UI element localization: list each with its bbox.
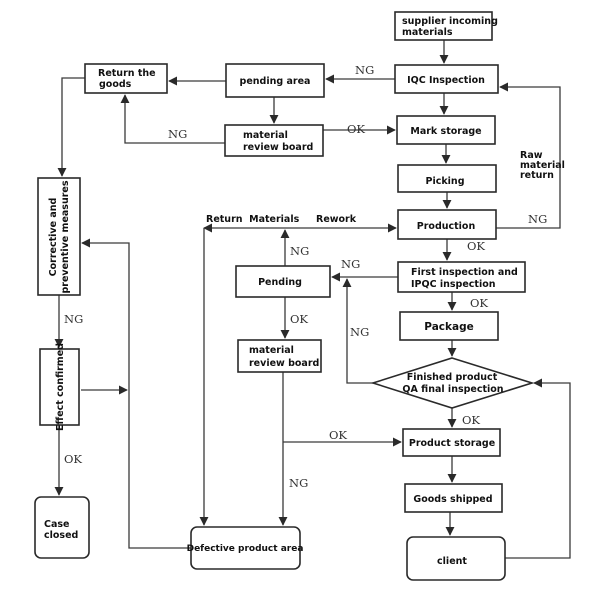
node-supplier: supplier incoming materials — [394, 11, 498, 41]
label-effect-ok: OK — [64, 452, 82, 466]
node-product-storage: Product storage — [402, 428, 501, 457]
label-qa-ng: NG — [350, 325, 369, 339]
node-client-label: client — [437, 556, 467, 567]
node-supplier-line1: supplier incoming — [402, 16, 498, 27]
node-goods-shipped: Goods shipped — [404, 483, 503, 513]
label-production-ng: NG — [528, 212, 547, 226]
label-mrb-mid-ng: NG — [289, 476, 308, 490]
node-client: client — [406, 536, 506, 581]
label-iqc-ng: NG — [355, 63, 374, 77]
node-return-goods: Return the goods — [84, 63, 168, 94]
node-defective-product-area: Defective product area — [187, 526, 304, 570]
node-mrb-mid-line1: material — [249, 345, 294, 356]
node-pending-area: pending area — [225, 63, 325, 98]
node-first-inspection-line2: IPQC inspection — [411, 279, 496, 290]
node-qa-final-inspection: Finished product QA final inspection — [370, 357, 535, 409]
node-qa-line2: QA final inspection — [402, 384, 503, 395]
node-production-label: Production — [417, 221, 476, 232]
node-package-label: Package — [424, 321, 473, 333]
node-iqc-inspection: IQC Inspection — [394, 64, 499, 94]
label-pending-ok: OK — [290, 312, 308, 326]
label-mrb-top-ng: NG — [168, 127, 187, 141]
node-iqc-label: IQC Inspection — [407, 75, 485, 86]
node-return-goods-line2: goods — [99, 79, 132, 90]
node-first-inspection-line1: First inspection and — [411, 267, 518, 278]
label-raw-line3: return — [520, 170, 554, 181]
label-production-ok: OK — [467, 239, 485, 253]
node-product-storage-label: Product storage — [409, 438, 495, 449]
node-mark-storage: Mark storage — [396, 115, 496, 145]
node-picking: Picking — [397, 164, 497, 193]
node-mrb-mid: material review board — [237, 339, 322, 373]
label-corrective-ng: NG — [64, 312, 83, 326]
label-raw-line1: Raw — [520, 150, 543, 161]
label-raw-line2: material — [520, 160, 565, 171]
node-production: Production — [397, 209, 497, 240]
node-qa-line1: Finished product — [407, 372, 498, 383]
node-first-inspection: First inspection and IPQC inspection — [397, 261, 526, 293]
arrow-qa-to-pending — [342, 278, 373, 384]
node-package: Package — [399, 311, 499, 341]
label-qa-ok: OK — [462, 413, 480, 427]
label-first-insp-ng: NG — [341, 257, 360, 271]
node-mark-storage-label: Mark storage — [410, 126, 481, 137]
node-case-closed-line1: Case — [44, 519, 69, 530]
edge-labels: NG NG OK Raw material return NG OK Retur… — [64, 63, 565, 490]
node-mrb-top-line1: material — [243, 130, 288, 141]
node-return-goods-line1: Return the — [98, 68, 156, 79]
label-mrb-top-ok: OK — [347, 122, 365, 136]
label-rework: Rework — [316, 214, 357, 225]
node-mrb-top-line2: review board — [243, 142, 313, 153]
node-pending: Pending — [235, 265, 331, 298]
node-supplier-line2: materials — [402, 27, 453, 38]
arrow-client-to-qa — [505, 378, 571, 559]
node-case-closed-line2: closed — [44, 530, 78, 541]
label-return-materials: Return Materials — [206, 214, 300, 225]
node-mrb-mid-line2: review board — [249, 358, 319, 369]
label-pending-ng: NG — [290, 244, 309, 258]
arrow-production-raw-material-return — [496, 82, 561, 229]
node-corrective-measures: Corrective and preventive measures — [37, 177, 81, 296]
node-pending-area-label: pending area — [240, 76, 311, 87]
node-goods-shipped-label: Goods shipped — [413, 494, 492, 505]
node-picking-label: Picking — [426, 176, 465, 187]
node-corrective-line2: preventive measures — [60, 180, 71, 293]
node-corrective-line1: Corrective and — [48, 198, 59, 277]
node-case-closed: Case closed — [34, 496, 90, 559]
arrow-defective-to-corrective — [81, 238, 191, 549]
node-effect-label: Effect confirmed — [55, 343, 66, 431]
node-mrb-top: material review board — [224, 124, 324, 157]
arrow-mrb-to-return-goods — [120, 94, 225, 144]
node-defective-label: Defective product area — [187, 544, 304, 554]
label-mrb-mid-ok: OK — [329, 428, 347, 442]
arrow-return-goods-to-corrective — [57, 77, 85, 177]
node-pending-label: Pending — [258, 277, 302, 288]
node-effect-confirmed: Effect confirmed — [39, 343, 80, 431]
connectors — [54, 40, 571, 559]
label-first-insp-ok: OK — [470, 296, 488, 310]
